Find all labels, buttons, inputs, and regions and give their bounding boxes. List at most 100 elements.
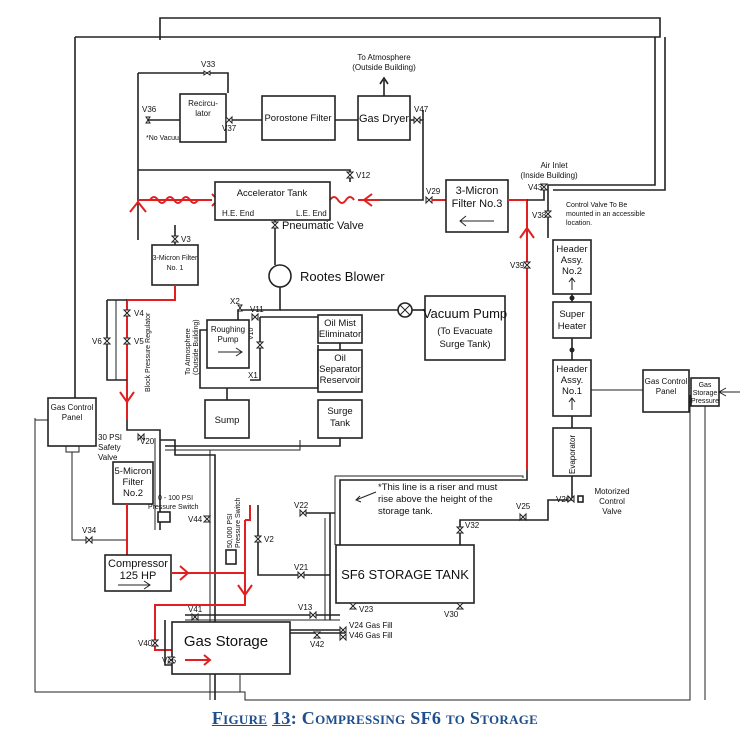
oil-separator-label-1: Oil	[334, 353, 346, 364]
gas-control-panel-right[interactable]	[642, 369, 690, 413]
valve-v10[interactable]	[255, 341, 265, 349]
valve-v24[interactable]	[339, 625, 347, 635]
valve-v41[interactable]	[191, 612, 199, 622]
valve-v30[interactable]	[455, 602, 465, 610]
valve-v2-label: V2	[264, 535, 274, 544]
valve-x2-label: X2	[230, 297, 240, 306]
pressure-switch-big-label-1: 50,000 PSI	[227, 513, 234, 548]
valve-v32[interactable]	[455, 526, 465, 534]
valve-v44[interactable]	[202, 515, 212, 523]
pneumatic-valve-label: Pneumatic Valve	[282, 220, 364, 232]
valve-v43[interactable]	[539, 183, 549, 191]
micron-filter1-label-2: No. 1	[167, 265, 184, 272]
header2-label-1: Header	[556, 244, 587, 255]
valve-v26[interactable]	[567, 494, 575, 504]
valve-v29[interactable]	[425, 195, 433, 205]
roughing-pump-box	[206, 319, 250, 369]
valve-v23[interactable]	[348, 602, 358, 610]
oil-mist-eliminator-box	[317, 314, 363, 344]
valve-v13[interactable]	[309, 610, 317, 620]
oil-separator-label-3: Reservoir	[320, 375, 361, 386]
micron3-filter-box	[445, 179, 509, 233]
valve-v38-label: V38	[532, 211, 547, 220]
rootes-blower-symbol	[268, 264, 292, 288]
super-heater-label-2: Heater	[558, 321, 587, 332]
valve-v5[interactable]	[122, 337, 132, 345]
valve-v33[interactable]: V33	[201, 60, 216, 76]
gas-storage-label: Gas Storage	[184, 633, 268, 650]
pressure-switch-small	[157, 511, 171, 523]
valve-v3[interactable]	[170, 235, 180, 243]
valve-v21[interactable]	[297, 570, 305, 580]
pressure-switch-big	[225, 549, 237, 565]
valve-v20-label: V20	[140, 437, 155, 446]
accelerator-tank-box	[214, 181, 331, 221]
header2-label-3: No.2	[562, 266, 582, 277]
valve-v38[interactable]	[543, 210, 553, 218]
outer-pipe-loops	[34, 17, 691, 701]
valve-v4[interactable]	[122, 309, 132, 317]
valve-v36-label: V36	[142, 105, 157, 114]
valve-v4-label: V4	[134, 309, 144, 318]
flex-hose-right	[329, 196, 355, 204]
super-heater-box	[552, 301, 592, 339]
valve-v34-label: V34	[82, 526, 97, 535]
valve-v21-label: V21	[294, 563, 309, 572]
rootes-blower-label: Rootes Blower	[300, 269, 385, 284]
valve-v32-label: V32	[465, 521, 480, 530]
riser-note-2: rise above the height of the	[378, 494, 493, 505]
micron5-label-2: Filter	[122, 477, 143, 488]
valve-v20[interactable]	[137, 432, 145, 442]
valve-v47[interactable]	[413, 115, 421, 125]
evaporator-box	[552, 427, 592, 477]
pressure-switch-small-label-2: Pressure Switch	[148, 504, 199, 511]
safety-valve-label-3: Valve	[98, 453, 118, 462]
header1-label-2: Assy.	[561, 375, 584, 386]
gas-storage-pressure-3: Pressure	[691, 398, 719, 405]
gas-control-panel-left[interactable]	[47, 397, 97, 447]
valve-v34[interactable]	[85, 535, 93, 545]
valve-v22[interactable]	[299, 508, 307, 518]
riser-note-1: *This line is a riser and must	[378, 482, 498, 493]
caption-text: : Compressing SF6 to Storage	[290, 708, 539, 728]
valve-v46[interactable]	[339, 632, 347, 642]
control-valve-note-3: location.	[566, 220, 592, 227]
valve-v36[interactable]	[145, 116, 151, 124]
to-atmosphere-label-1: To Atmosphere	[357, 53, 411, 62]
valve-x2[interactable]	[237, 304, 243, 312]
valve-v2[interactable]	[253, 535, 263, 543]
valve-v3-label: V3	[181, 235, 191, 244]
to-atmosphere-vertical-2: (Outside Building)	[193, 319, 200, 375]
he-end-label: H.E. End	[222, 209, 254, 218]
valve-v39[interactable]	[522, 261, 532, 269]
pneumatic-valve[interactable]	[270, 221, 280, 229]
roughing-pump-label-1: Roughing	[211, 325, 245, 334]
oil-separator-label-2: Separator	[319, 364, 361, 375]
surge-tank-label-2: Tank	[330, 418, 350, 429]
gas-storage-pressure-2: Storage	[693, 390, 718, 397]
block-pressure-regulator-label: Block Pressure Regulator	[145, 312, 152, 392]
micron5-filter-box	[112, 461, 154, 505]
gas-dryer-label: Gas Dryer	[359, 113, 409, 125]
motorized-valve-label-1: Motorized	[594, 487, 629, 496]
super-heater-label-1: Super	[559, 309, 584, 320]
valve-v11[interactable]	[251, 312, 259, 322]
surge-tank-label-1: Surge	[327, 406, 352, 417]
valve-v25[interactable]	[519, 512, 527, 522]
recirculator-label-2: lator	[195, 109, 211, 118]
valve-v37[interactable]	[225, 115, 233, 125]
to-atmosphere-vertical-1: To Atmosphere	[185, 328, 192, 375]
valve-v40[interactable]	[150, 639, 160, 647]
vacuum-pump-sub-1: (To Evacuate	[437, 326, 492, 337]
valve-v45[interactable]	[166, 656, 176, 664]
valve-v6[interactable]	[102, 337, 112, 345]
micron3-label-1: 3-Micron	[456, 185, 499, 197]
valve-v26-label: V26	[556, 495, 571, 504]
gas-storage-pressure-1: Gas	[699, 382, 712, 389]
valve-v42[interactable]	[312, 631, 322, 639]
figure-caption: Figure 13: Compressing SF6 to Storage	[0, 708, 750, 729]
valve-v39-label: V39	[510, 261, 525, 270]
valve-v12[interactable]	[345, 171, 355, 179]
valve-v42-label: V42	[310, 640, 325, 649]
valve-v43-label: V43	[528, 183, 543, 192]
